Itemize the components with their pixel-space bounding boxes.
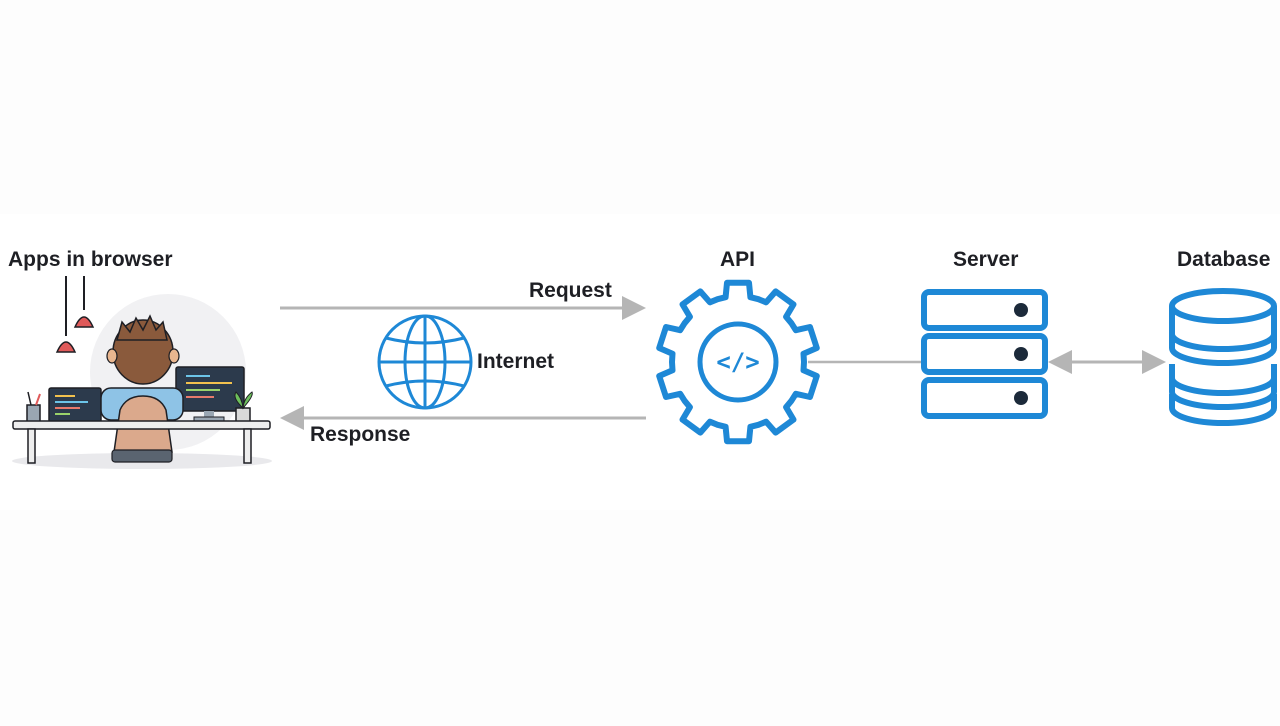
desk-top [12, 420, 271, 430]
lamp-left-icon [55, 341, 77, 353]
server-rack-icon [921, 289, 1048, 419]
internet-label: Internet [477, 350, 555, 373]
developer-person-icon [100, 314, 184, 463]
plant-pot-icon [235, 407, 251, 423]
response-label: Response [310, 423, 411, 446]
gear-code-icon [656, 279, 820, 445]
request-arrowhead [622, 296, 646, 320]
request-label: Request [529, 279, 612, 302]
database-label: Database [1177, 248, 1271, 271]
laptop-icon [48, 387, 102, 423]
server-database-arrowhead-left [1048, 350, 1072, 374]
desk-leg-right [243, 428, 252, 464]
developer-desk-illustration [12, 276, 272, 469]
pencil-cup-icon [26, 404, 41, 423]
server-label: Server [953, 248, 1019, 271]
globe-icon [377, 314, 473, 410]
server-database-arrowhead-right [1142, 350, 1166, 374]
database-icon [1169, 288, 1277, 426]
lamp-right-icon [73, 316, 95, 328]
api-label: API [720, 248, 756, 271]
desk-leg-left [27, 428, 36, 464]
api-code-symbol: </> [716, 348, 759, 376]
apps-in-browser-label: Apps in browser [8, 248, 173, 271]
response-arrowhead [280, 406, 304, 430]
